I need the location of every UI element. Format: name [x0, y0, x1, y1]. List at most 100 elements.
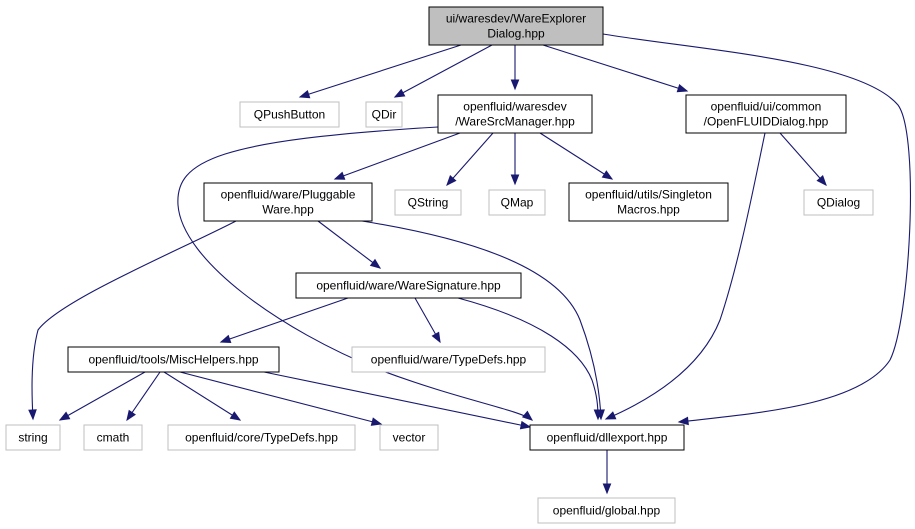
edge-line — [220, 297, 349, 343]
edge-line — [263, 371, 531, 428]
node-qstring: QString — [394, 189, 462, 216]
node-qmap: QMap — [488, 189, 546, 216]
node-cmath: cmath — [83, 424, 143, 451]
node-qdir: QDir — [365, 101, 403, 128]
edge-arrowhead — [393, 88, 406, 98]
node-label-line: QPushButton — [254, 108, 325, 122]
node-box — [203, 182, 373, 222]
edge-waresrcmanager-to-dllexport — [177, 126, 534, 421]
node-label-line: openfluid/ware/Pluggable — [221, 188, 356, 202]
edge-line — [334, 132, 461, 180]
edge-dllexport-to-global — [602, 450, 612, 495]
edge-pluggableware-to-string — [28, 220, 237, 421]
node-waresignature[interactable]: openfluid/ware/WareSignature.hpp — [295, 272, 522, 299]
node-openfluiddialog[interactable]: openfluid/ui/common/OpenFLUIDDialog.hpp — [685, 94, 847, 134]
node-box — [803, 189, 874, 216]
edge-arrowhead — [602, 483, 612, 495]
nodes-layer: ui/waresdev/WareExplorerDialog.hppQPushB… — [5, 6, 874, 524]
node-label-line: cmath — [97, 431, 130, 445]
edge-arrowhead — [676, 83, 689, 93]
edge-arrowhead — [604, 411, 617, 420]
edge-waresrcmanager-to-pluggableware — [333, 132, 461, 180]
node-coretypedefs: openfluid/core/TypeDefs.hpp — [167, 424, 356, 451]
node-box — [295, 272, 522, 299]
edges-layer — [28, 33, 911, 495]
edge-line — [177, 126, 533, 421]
edge-line — [31, 220, 237, 420]
edge-line — [394, 44, 493, 98]
edge-arrowhead — [519, 420, 532, 430]
edge-line — [779, 132, 827, 186]
node-label-line: openfluid/global.hpp — [553, 504, 661, 518]
node-label-line: openfluid/tools/MiscHelpers.hpp — [88, 353, 258, 367]
node-box — [239, 101, 340, 128]
edge-arrowhead — [219, 334, 232, 343]
node-waresrcmanager[interactable]: openfluid/waresdev/WareSrcManager.hpp — [437, 94, 593, 134]
edge-waresrcmanager-to-qmap — [510, 133, 520, 186]
edge-line — [126, 371, 161, 421]
node-qdialog: QDialog — [803, 189, 874, 216]
edge-arrowhead — [431, 331, 441, 344]
node-box — [5, 424, 61, 451]
edge-arrowhead — [601, 170, 614, 180]
edge-pluggableware-to-dllexport — [361, 220, 605, 421]
edge-mischelpers-to-vector — [179, 371, 383, 426]
node-label-line: openfluid/dllexport.hpp — [547, 431, 668, 445]
edge-mischelpers-to-coretypedefs — [163, 371, 242, 421]
node-vector: vector — [379, 424, 439, 451]
node-dllexport[interactable]: openfluid/dllexport.hpp — [529, 424, 685, 451]
node-box — [67, 346, 280, 373]
node-label-line: ui/waresdev/WareExplorer — [446, 12, 586, 26]
node-box — [394, 189, 462, 216]
edge-root-to-qdir — [393, 44, 493, 98]
node-box — [437, 94, 593, 134]
edge-mischelpers-to-dllexport — [263, 371, 532, 430]
edge-waresignature-to-dllexport — [457, 297, 603, 421]
edge-mischelpers-to-cmath — [126, 371, 161, 422]
node-global: openfluid/global.hpp — [537, 497, 676, 524]
node-label-line: Dialog.hpp — [487, 27, 545, 41]
edge-openfluiddialog-to-dllexport — [604, 132, 766, 420]
node-label-line: Ware.hpp — [262, 203, 314, 217]
node-box — [379, 424, 439, 451]
edge-line — [361, 220, 602, 420]
node-label-line: Macros.hpp — [617, 203, 680, 217]
node-box — [568, 182, 729, 222]
node-box — [167, 424, 356, 451]
edge-line — [542, 44, 688, 92]
edge-arrowhead — [677, 416, 689, 426]
edge-arrowhead — [369, 258, 382, 269]
node-label-line: /WareSrcManager.hpp — [455, 115, 575, 129]
edge-arrowhead — [126, 409, 136, 422]
edge-root-to-openfluiddialog — [542, 44, 689, 93]
node-label-line: QString — [408, 196, 449, 210]
edge-arrowhead — [446, 175, 457, 187]
edge-arrowhead — [510, 174, 520, 186]
edge-arrowhead — [333, 171, 346, 180]
node-string: string — [5, 424, 61, 451]
node-label-line: string — [18, 431, 47, 445]
node-box — [488, 189, 546, 216]
node-label-line: QMap — [501, 196, 534, 210]
node-mischelpers[interactable]: openfluid/tools/MiscHelpers.hpp — [67, 346, 280, 373]
edge-waresrcmanager-to-qstring — [446, 132, 494, 187]
node-box — [351, 346, 546, 373]
node-label-line: openfluid/ware/WareSignature.hpp — [316, 279, 501, 293]
edge-line — [163, 371, 241, 421]
node-qpushbutton: QPushButton — [239, 101, 340, 128]
edge-line — [539, 132, 613, 180]
edge-line — [179, 371, 382, 425]
edge-waresrcmanager-to-singletonmacros — [539, 132, 614, 180]
node-box — [83, 424, 143, 451]
node-box — [365, 101, 403, 128]
node-label-line: openfluid/ware/TypeDefs.hpp — [371, 353, 527, 367]
edge-line — [605, 132, 766, 420]
node-label-line: openfluid/ui/common — [711, 100, 822, 114]
edge-root-to-waresrcmanager — [510, 45, 520, 91]
edge-root-to-dllexport — [602, 33, 911, 426]
edge-arrowhead — [58, 411, 71, 421]
